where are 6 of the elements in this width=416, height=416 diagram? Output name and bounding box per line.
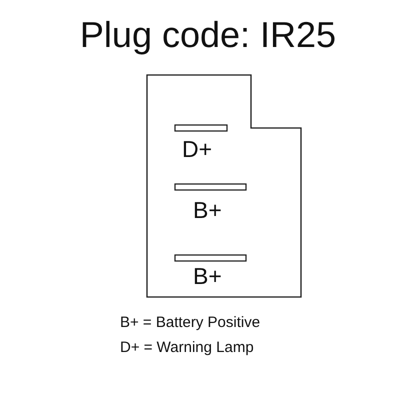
legend-text: B+ = Battery Positive (120, 314, 260, 331)
legend-text: D+ = Warning Lamp (120, 339, 254, 356)
pin-label: D+ (182, 136, 212, 163)
pin-label: B+ (193, 197, 222, 224)
title: Plug code: IR25 (78, 14, 338, 56)
pin-label: B+ (193, 263, 222, 290)
